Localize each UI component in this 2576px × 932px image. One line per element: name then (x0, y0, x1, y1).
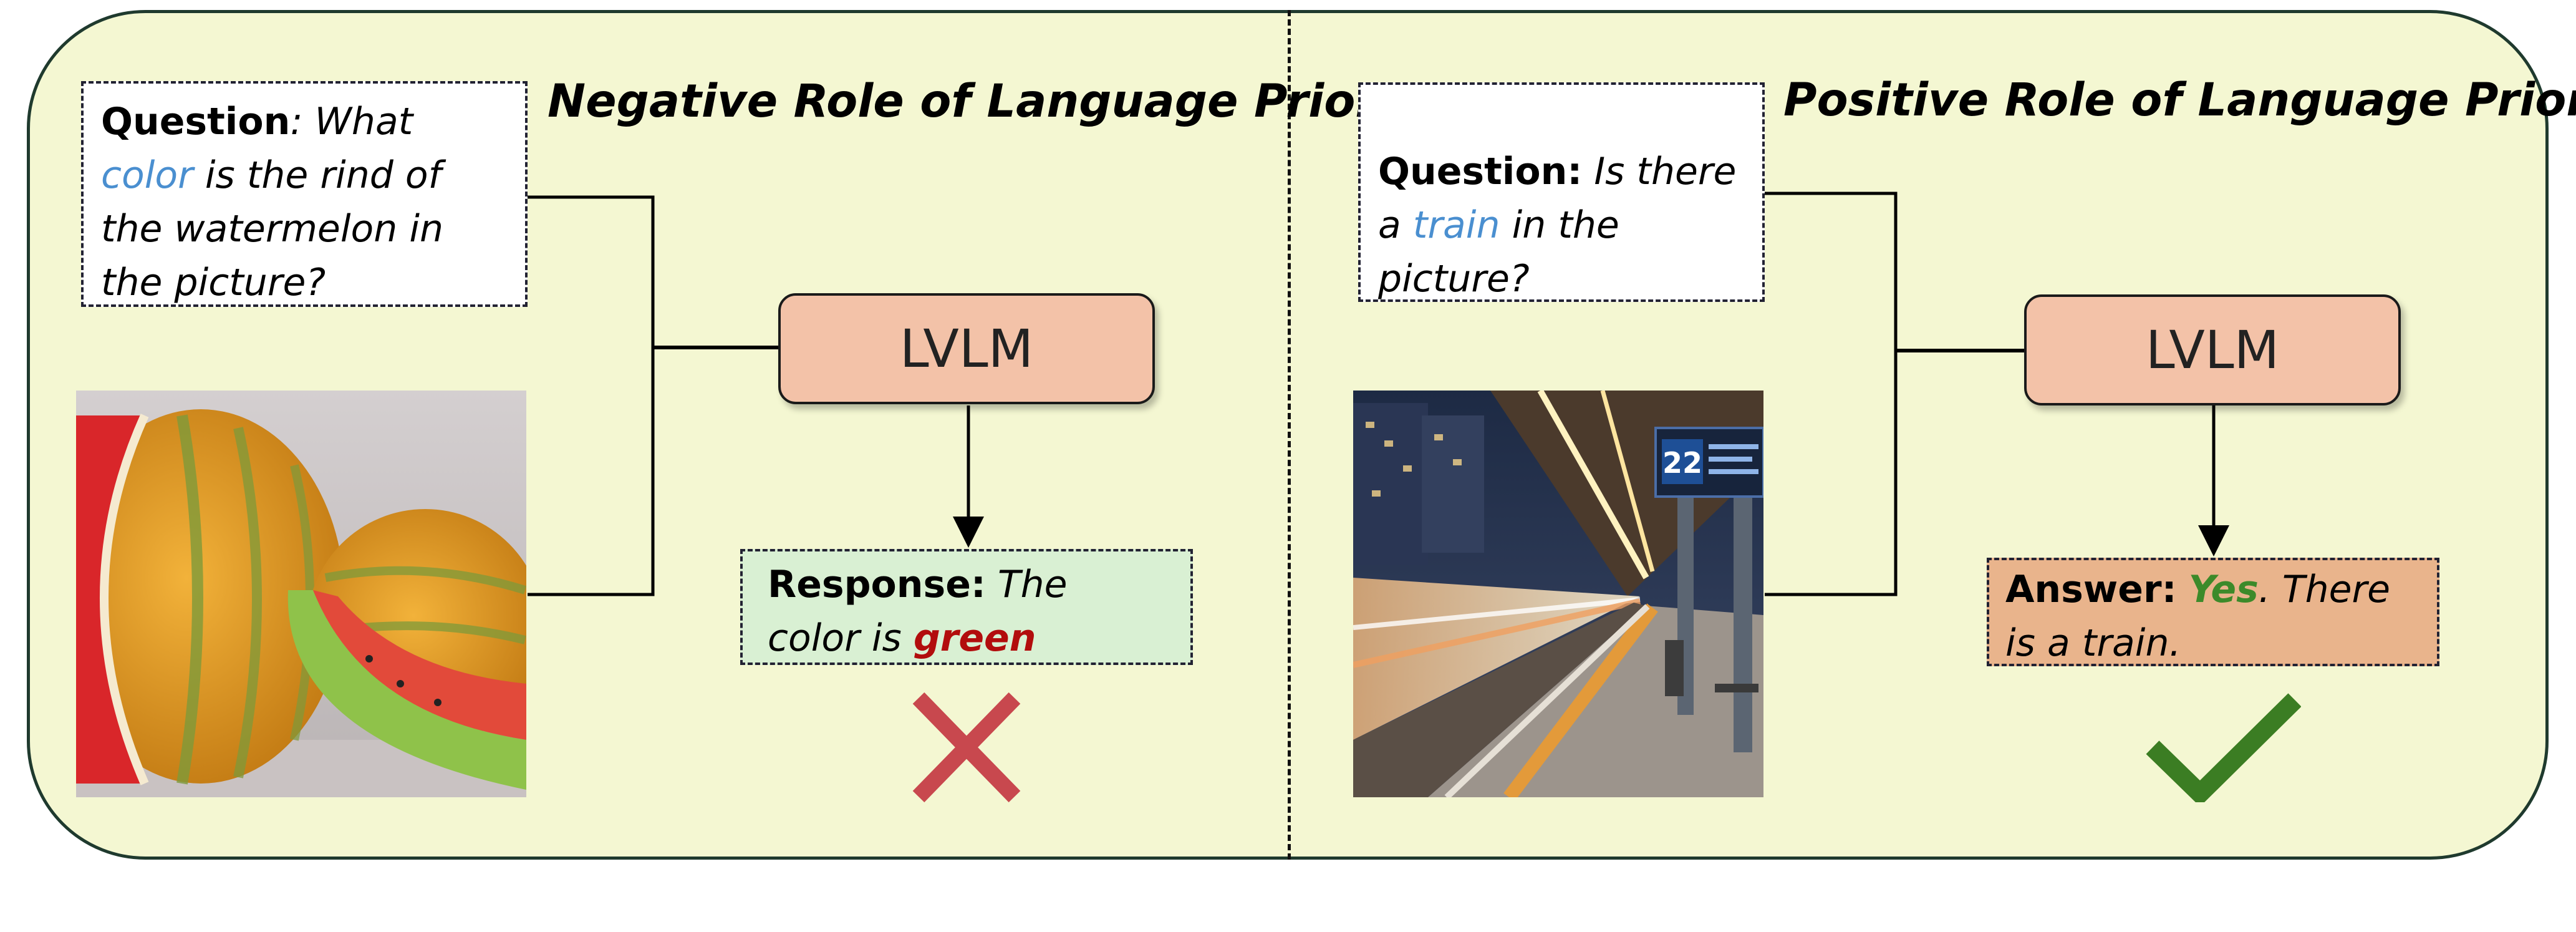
negative-response-box: Response: The color is green (740, 549, 1193, 665)
positive-answer-highlight: Yes (2188, 568, 2259, 611)
negative-question-box: Question: What color is the rind of the … (81, 81, 528, 307)
positive-title: Positive Role of Language Prior (1783, 74, 2576, 127)
negative-question-highlight: color (101, 153, 193, 197)
positive-question-label: Question: (1378, 150, 1583, 193)
left-bracket-line (528, 195, 655, 596)
negative-question-post: is the rind of the watermelon in the pic… (101, 153, 444, 304)
positive-answer-pre (2177, 568, 2189, 611)
cross-icon (912, 692, 1021, 803)
center-divider (1288, 10, 1291, 860)
negative-question-label: Question (101, 100, 291, 143)
negative-response-text: The color is (768, 563, 1068, 660)
positive-answer-box: Answer: Yes. There is a train. (1987, 558, 2439, 666)
right-bracket-line (1765, 192, 1898, 596)
positive-question-pre: Is there a (1378, 150, 1737, 247)
watermelon-image (76, 391, 526, 797)
negative-lvlm-box: LVLM (778, 293, 1155, 404)
negative-response-highlight: green (913, 616, 1036, 660)
positive-question-post: in the picture? (1378, 203, 1619, 301)
negative-question-pre: : What (290, 100, 413, 143)
negative-title: Negative Role of Language Prior (548, 75, 1378, 128)
positive-question-box: Question: Is there a train in the pictur… (1358, 82, 1765, 302)
platform-number: 22 (1662, 446, 1702, 480)
check-icon (2146, 693, 2301, 802)
positive-answer-post: . There is a train. (2005, 568, 2391, 665)
train-station-image: 22 (1353, 391, 1763, 797)
positive-answer-label: Answer: (2005, 568, 2177, 611)
negative-response-label: Response: (768, 563, 986, 606)
positive-question-highlight: train (1412, 203, 1500, 247)
positive-lvlm-box: LVLM (2024, 294, 2401, 405)
